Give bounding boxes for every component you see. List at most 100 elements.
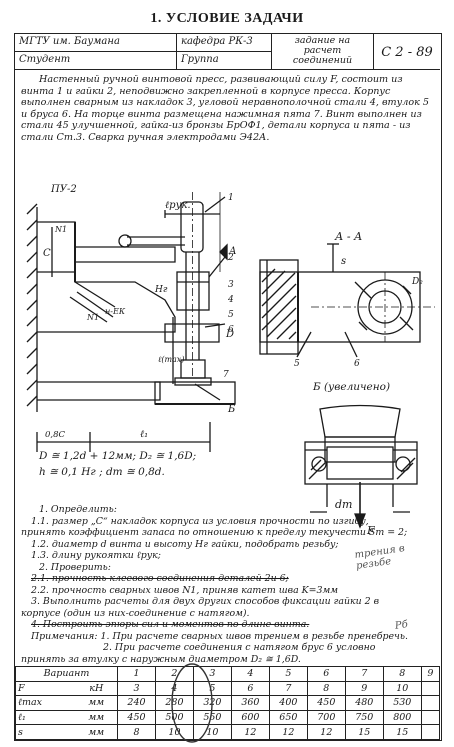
table-cell: 8 [117,724,156,740]
row-label: ℓ₁ [15,709,76,726]
table-cell: 450 [306,695,346,711]
label-b: Б [227,404,236,415]
label-d2: D₂ [411,277,423,287]
label-c: C [43,248,51,259]
student-cell: Студент [15,52,177,70]
label-a-arrow: А [228,246,237,257]
label-part-5: 5 [228,310,234,320]
department-cell: кафедра РК-3 [177,34,272,52]
variant-row-f: F кН 3 4 5 6 7 8 9 10 [15,680,441,697]
label-part-5b: 5 [294,359,300,369]
label-lmax: ℓ(max) [158,355,184,364]
task-10: 2. При расчете соединения с натягом брус… [103,642,376,653]
row-label: ℓmax [15,695,76,711]
label-part-1: 1 [228,193,234,203]
variant-row-s: s мм 8 10 10 12 12 12 15 15 [15,724,441,740]
label-dt: dт [335,498,352,511]
label-d: D [225,329,234,340]
table-cell [420,695,441,711]
variant-num: 7 [344,666,384,682]
task-8: 4. Построить эпюры сил и моментов по дли… [31,619,310,630]
table-cell: 12 [268,724,308,740]
variant-num: 9 [420,666,441,682]
task-9: Примечания: 1. При расчете сварных швов … [31,630,408,642]
page-title: 1. УСЛОВИЕ ЗАДАЧИ [150,11,304,26]
table-cell: 10 [154,724,194,740]
table-cell [420,724,441,740]
label-n1a: N1 [54,225,67,234]
handwritten-note-2: Рб [394,619,409,632]
variant-code: С 2 - 89 [381,44,433,60]
label-section-aa: А - А [334,230,362,243]
variants-table: Вариант 1 2 3 4 5 6 7 8 9 F кН 3 4 5 6 7… [15,666,441,740]
table-cell: 3 [117,680,156,697]
variant-num: 8 [382,666,422,682]
label-s: s [341,256,346,267]
variant-row-l1: ℓ₁ мм 450 500 550 600 650 700 750 800 [15,709,441,726]
table-cell: 12 [230,724,270,740]
table-cell: 9 [344,680,384,697]
table-cell [420,709,441,726]
row-unit: мм [75,695,118,711]
table-cell: 800 [382,709,422,726]
label-lruk: ℓрук. [165,200,191,211]
table-cell: 480 [344,695,384,711]
table-cell: 360 [230,695,270,711]
label-08c: 0,8С [45,430,66,440]
task-1b: принять коэффициент запаса по отношению … [21,527,408,538]
table-cell: 6 [230,680,270,697]
row-unit: мм [75,724,118,740]
task-2: 1.2. диаметр d винта и высоту Hг гайки, … [31,538,339,550]
label-part-7: 7 [223,370,229,380]
label-part-3: 3 [228,280,234,290]
section-aa [259,243,435,358]
variant-header-row: Вариант 1 2 3 4 5 6 7 8 9 [15,666,441,682]
variant-header-label: Вариант [15,666,118,682]
variant-row-lmax: ℓmax мм 240 280 320 360 400 450 480 530 [15,695,441,711]
label-h-lc: н-ЕК [105,307,126,316]
table-cell: 240 [117,695,156,711]
task-4: 2. Проверить: [39,561,111,573]
label-n1b: N1 [86,313,99,322]
variant-num: 6 [306,666,346,682]
table-cell: 15 [382,724,422,740]
label-pu: ПУ-2 [50,184,77,195]
table-cell: 450 [117,709,156,726]
label-part-4: 4 [227,295,234,305]
sheet-header: МГТУ им. Баумана кафедра РК-3 задание на… [15,34,440,70]
task-3: 1.3. длину рукоятки ℓрук; [31,550,161,561]
university-cell: МГТУ им. Баумана [15,34,177,52]
task-5: 2.1. прочность клеевого соединения детал… [31,573,289,584]
label-f: F [366,524,375,537]
task-10b: принять за втулку с наружным диаметром D… [21,653,301,665]
row-unit: мм [75,709,118,726]
wall-hatching [26,203,38,412]
table-cell: 10 [382,680,422,697]
table-cell [420,680,441,697]
table-cell: 400 [268,695,308,711]
variant-num: 4 [230,666,270,682]
label-detail-b: Б (увеличено) [312,381,390,393]
group-cell: Группа [177,52,272,70]
label-l1: ℓ₁ [140,429,148,440]
table-cell: 15 [344,724,384,740]
press-drawing: ПУ-2 ℓрук. А А - А Б (увеличено) C s D₂ … [26,184,435,537]
task-7: 3. Выполнить расчеты для двух других спо… [31,596,380,607]
table-cell: 600 [230,709,270,726]
formula-2: h ≅ 0,1 Hг ; dт ≅ 0,8d. [39,466,165,478]
task-7b: корпусе (один из них-соединение с натяго… [21,607,250,619]
assignment-cell: задание на расчет соединений [272,34,374,70]
row-label: F [15,680,76,697]
row-label: s [15,724,76,740]
table-cell: 750 [344,709,384,726]
detail-b [304,404,418,529]
variant-num: 5 [268,666,308,682]
task-1: 1.1. размер „С“ накладок корпуса из усло… [31,515,369,527]
row-unit: кН [75,680,118,697]
task-sheet: МГТУ им. Баумана кафедра РК-3 задание на… [14,33,442,743]
task-description: Настенный ручной винтовой пресс, развива… [21,74,429,143]
table-cell: 700 [306,709,346,726]
task-0: 1. Определить: [39,504,117,515]
table-cell: 650 [268,709,308,726]
selected-variant-circle [171,663,213,743]
